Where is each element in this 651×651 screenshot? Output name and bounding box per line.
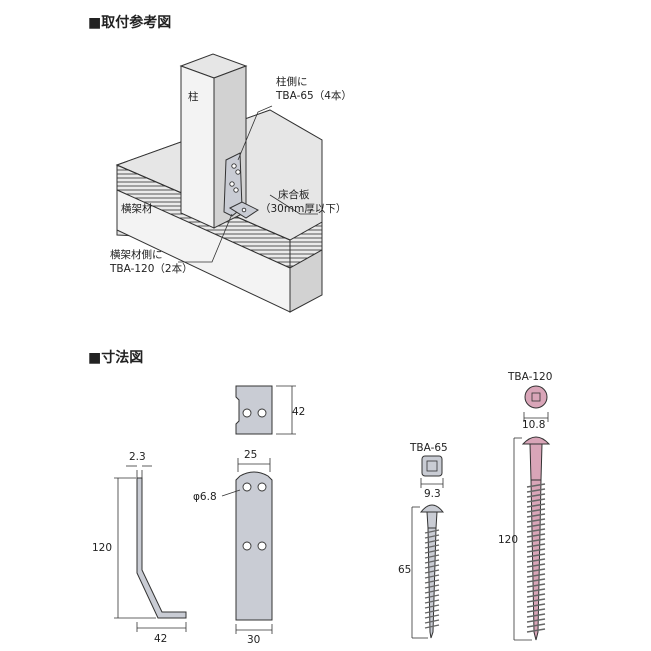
beam-side-leader [178,213,233,263]
thread-mark [526,623,546,628]
thread-mark [424,624,440,629]
install-bracket [223,152,259,219]
thread-mark [526,608,546,613]
thread-mark [424,619,440,624]
thread-mark [526,533,546,538]
thread-mark [424,599,440,604]
beam-label: 横架材 [121,202,153,215]
thread-mark [526,553,546,558]
pillar-label: 柱 [188,90,199,103]
bracket-front-view: 25 φ6.8 30 [193,449,273,646]
install-title: ■取付参考図 [88,14,171,31]
thread-mark [526,508,546,513]
pillar-side-label-1: 柱側に [276,75,308,88]
thread-mark [424,574,440,579]
thread-mark [526,513,546,518]
thread-mark [424,589,440,594]
screw-large-length-dim: 120 [498,534,518,546]
dim-base-length: 42 [154,633,167,645]
thread-mark [424,539,440,544]
thread-mark [526,558,546,563]
thread-mark [526,593,546,598]
thread-mark [526,563,546,568]
thread-mark [526,603,546,608]
thread-mark [424,544,440,549]
thread-mark [526,613,546,618]
thread-mark [526,588,546,593]
thread-mark [526,503,546,508]
floor-label-1: 床合板 [278,188,310,201]
thread-mark [526,618,546,623]
thread-mark [424,569,440,574]
thread-mark [526,523,546,528]
screw-large-head [521,436,551,445]
thread-mark [424,584,440,589]
bracket-side-view: 2.3 120 42 [92,451,187,645]
bracket-base-plate-view: 42 [235,385,305,435]
thread-mark [424,529,440,534]
thread-mark [424,594,440,599]
thread-mark [526,578,546,583]
thread-mark [424,579,440,584]
dim-height: 120 [92,542,112,554]
beam-side-label-1: 横架材側に [110,248,163,261]
thread-mark [424,534,440,539]
dimensions-title: ■寸法図 [88,349,143,366]
thread-mark [424,604,440,609]
dim-top-width: 25 [244,449,257,461]
thread-mark [424,564,440,569]
thread-mark [526,538,546,543]
screw-large-head-top [524,385,548,409]
screw-large-neck [529,443,543,481]
thread-mark [526,598,546,603]
thread-mark [526,498,546,503]
thread-mark [526,548,546,553]
thread-mark [526,573,546,578]
thread-mark [526,568,546,573]
pillar-side-label-2: TBA-65（4本） [275,89,352,102]
thread-mark [526,628,546,633]
thread-mark [424,554,440,559]
thread-mark [424,559,440,564]
thread-mark [424,609,440,614]
beam-side-label-2: TBA-120（2本） [109,262,193,275]
dim-thickness: 2.3 [129,451,146,463]
screw-small-head-dim: 9.3 [424,488,441,500]
thread-mark [424,614,440,619]
floor-leader [269,194,318,215]
dim-hole-dia: φ6.8 [193,491,217,503]
floor-label-2: （30mm厚以下） [260,203,346,215]
screw-large-name: TBA-120 [507,371,552,383]
screw-small-name: TBA-65 [409,442,448,454]
pillar-side-leader [237,105,273,161]
thread-mark [526,493,546,498]
dim-bottom-width: 30 [247,634,260,646]
thread-mark [526,543,546,548]
screw-large-head-dim: 10.8 [522,419,545,431]
thread-mark [526,488,546,493]
dim-plate-depth: 42 [292,406,305,418]
thread-mark [526,583,546,588]
screw-small-length-dim: 65 [398,564,411,576]
thread-mark [526,528,546,533]
screw-tba-65: TBA-65 9.3 65 [398,442,448,639]
screw-threads [424,483,546,633]
thread-mark [526,518,546,523]
thread-mark [526,483,546,488]
thread-mark [424,549,440,554]
